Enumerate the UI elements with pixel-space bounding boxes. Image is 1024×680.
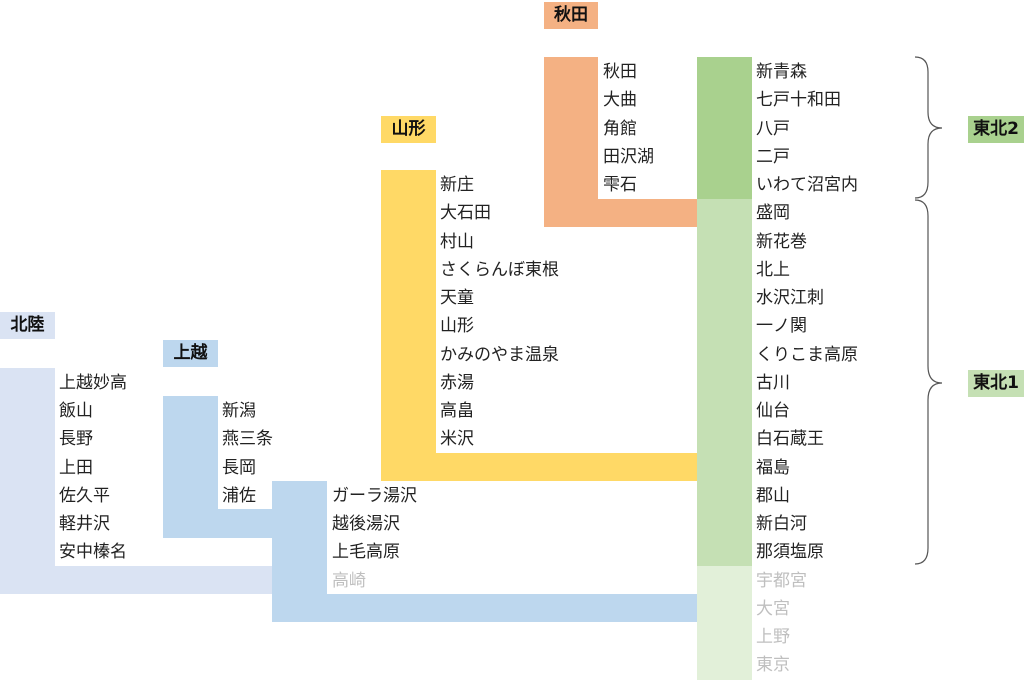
yamagata-line-column (381, 170, 436, 481)
station-akita: 田沢湖 (603, 146, 654, 167)
station-tohoku: 東京 (756, 655, 790, 676)
station-tohoku: 一ノ関 (756, 316, 807, 337)
label-hokuriku: 北陸 (0, 312, 55, 339)
station-yamagata: 赤湯 (440, 372, 474, 393)
station-akita: 雫石 (603, 175, 637, 195)
station-akita: 角館 (603, 118, 637, 139)
joetsu-junction-bar (272, 594, 697, 622)
station-joetsu_branch: 燕三条 (222, 429, 273, 450)
station-tohoku: 郡山 (756, 485, 790, 506)
label-joetsu: 上越 (163, 340, 218, 367)
station-hokuriku: 長野 (59, 429, 93, 450)
station-hokuriku: 飯山 (59, 401, 93, 421)
station-yamagata: 高畠 (440, 401, 474, 421)
akita-line-junction-bar (544, 199, 697, 227)
station-yamagata: さくらんぼ東根 (440, 259, 559, 280)
label-tohoku2: 東北2 (968, 116, 1024, 143)
station-joetsu_branch: 浦佐 (222, 485, 256, 506)
label-tohoku1: 東北1 (968, 370, 1024, 397)
tohoku1-column (697, 199, 752, 566)
station-tohoku: 新花巻 (756, 231, 807, 252)
tohoku-pale-column (697, 566, 752, 680)
station-yamagata: 天童 (440, 288, 474, 308)
station-tohoku: 宇都宮 (756, 570, 807, 591)
station-tohoku: 新白河 (756, 514, 807, 534)
station-akita: 大曲 (603, 90, 637, 111)
label-yamagata: 山形 (381, 116, 436, 143)
station-tohoku: 盛岡 (756, 203, 790, 224)
station-yamagata: 村山 (440, 231, 474, 252)
station-joetsu_branch: 長岡 (222, 457, 256, 478)
station-yamagata: 山形 (440, 316, 474, 337)
station-joetsu_branch: 新潟 (222, 401, 256, 421)
station-hokuriku: 上越妙高 (59, 372, 127, 393)
station-tohoku: 新青森 (756, 62, 807, 82)
station-tohoku: 白石蔵王 (756, 429, 824, 450)
joetsu-branch-bar (163, 509, 273, 538)
station-tohoku: いわて沼宮内 (756, 175, 858, 195)
station-tohoku: 那須塩原 (756, 542, 824, 563)
station-tohoku: 七戸十和田 (756, 90, 841, 111)
station-joetsu_main: ガーラ湯沢 (332, 485, 417, 506)
station-tohoku: 福島 (756, 457, 790, 478)
station-hokuriku: 安中榛名 (59, 542, 127, 563)
station-tohoku: 八戸 (756, 118, 790, 139)
station-joetsu_main: 高崎 (332, 570, 366, 591)
brace-tohoku1 (914, 199, 943, 565)
station-tohoku: 大宮 (756, 598, 790, 619)
station-tohoku: 上野 (756, 627, 790, 647)
station-tohoku: 仙台 (756, 401, 790, 421)
tohoku2-column (697, 57, 752, 199)
station-tohoku: 水沢江刺 (756, 288, 824, 308)
station-yamagata: かみのやま温泉 (440, 344, 559, 365)
station-tohoku: 古川 (756, 372, 790, 393)
station-tohoku: くりこま高原 (756, 344, 858, 365)
station-hokuriku: 佐久平 (59, 485, 110, 506)
akita-line-column (544, 57, 598, 227)
station-hokuriku: 軽井沢 (59, 514, 110, 534)
station-tohoku: 二戸 (756, 146, 790, 167)
brace-tohoku2 (914, 56, 943, 199)
yamagata-line-junction-bar (381, 453, 697, 481)
station-tohoku: 北上 (756, 259, 790, 280)
station-joetsu_main: 越後湯沢 (332, 514, 400, 534)
station-hokuriku: 上田 (59, 457, 93, 478)
station-yamagata: 米沢 (440, 429, 474, 450)
hokuriku-line-column (0, 368, 55, 594)
hokuriku-line-junction-bar (0, 566, 272, 594)
station-akita: 秋田 (603, 62, 637, 82)
label-akita: 秋田 (544, 2, 598, 29)
station-yamagata: 大石田 (440, 203, 491, 224)
station-yamagata: 新庄 (440, 175, 474, 195)
station-joetsu_main: 上毛高原 (332, 542, 400, 563)
